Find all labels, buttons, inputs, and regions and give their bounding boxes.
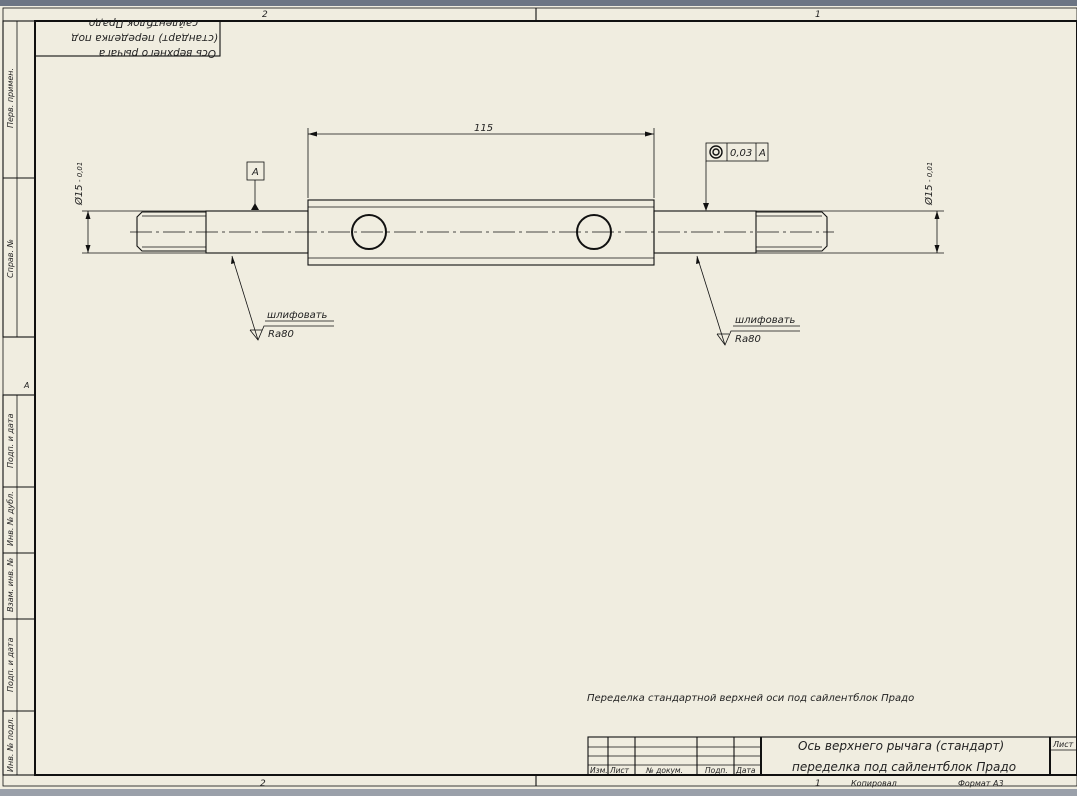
side-label-vzam-inv: Взам. инв. № [6,558,15,612]
title-block: Изм. Лист № докум. Подп. Дата Ось верхне… [587,736,1077,776]
dimension-dia-right-tol: - 0,01 [926,162,934,182]
dimension-dia-left-tol: - 0,01 [76,162,84,182]
shaft-part [130,199,834,266]
side-label-podp-data-2: Подп. и дата [6,637,15,692]
title-copied: Копировал [851,779,897,788]
thread-left-outline [136,211,206,252]
surface-note-right: шлифовать Ra80 [696,255,800,346]
thread-right-outline [756,211,828,252]
title-line-2: переделка под сайлентблок Прадо [792,760,1016,774]
dimension-length-value: 115 [474,123,493,134]
dimension-dia-left-value: Ø15 [73,184,85,206]
tolerance-value: 0,03 [730,148,752,159]
side-label-podp-data-1: Подп. и дата [6,413,15,468]
zone-label-top-right: 1 [815,10,821,20]
zone-label-bottom-right: 1 [815,779,821,789]
central-body [307,199,655,266]
side-label-sprav: Справ. № [6,239,15,278]
title-line-1: Ось верхнего рычага (стандарт) [798,739,1004,753]
rotated-note-line2: (стандарт) переделка под [71,32,218,44]
surface-note-left: шлифовать Ra80 [231,255,334,341]
title-col-izm: Изм. [590,766,608,775]
title-format: Формат А3 [958,779,1004,788]
side-stamp-bottom: Подп. и дата Инв. № дубл. Взам. инв. № П… [2,394,36,776]
side-label-inv-podl: Инв. № подл. [6,717,15,772]
dimension-dia-right-value: Ø15 [923,184,935,206]
window-bottom-bar [0,789,1077,796]
zone-label-top-left: 2 [262,10,268,20]
dimension-dia-right: Ø15 - 0,01 [756,162,944,254]
surface-note-left-roughness: Ra80 [268,329,294,340]
tolerance-frame: 0,03 A [703,142,769,211]
datum-label: A [251,167,259,178]
rotated-title-note: Ось верхнего рычага (стандарт) переделка… [34,17,221,59]
title-col-data: Дата [735,766,756,775]
side-label-perv-primen: Перв. примен. [6,68,15,128]
description-note: Переделка стандартной верхней оси под са… [587,692,914,704]
concentricity-icon [709,145,723,159]
window-top-bar [0,0,1077,6]
zone-label-bottom-left: 2 [260,779,266,789]
dimension-length: 115 [307,123,655,198]
side-label-inv-dubl: Инв. № дубл. [6,491,15,546]
side-stamp-top: Перв. примен. Справ. № [2,20,36,338]
rotated-note-line3: сайлентблок Прадо [89,17,198,29]
surface-note-left-operation: шлифовать [267,310,328,321]
zone-label-side: A [23,381,29,390]
dimension-dia-left: Ø15 - 0,01 [73,162,206,254]
title-col-list: Лист [609,766,630,775]
tolerance-datum: A [758,148,766,159]
surface-note-right-roughness: Ra80 [735,334,761,345]
rotated-note-line1: Ось верхнего рычага [99,47,216,59]
surface-note-right-operation: шлифовать [735,315,796,326]
datum-marker: A [246,161,265,210]
hole-left [351,214,387,250]
title-col-podp: Подп. [705,766,728,775]
outer-frame [2,7,1077,787]
title-col-dokum: № докум. [645,766,683,775]
title-sheet-label: Лист [1052,740,1074,749]
